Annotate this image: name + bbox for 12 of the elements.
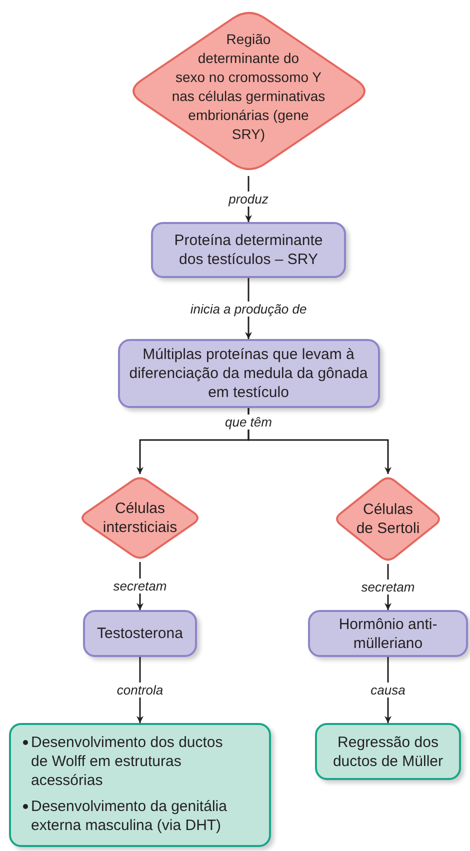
process-box: Testosterona bbox=[83, 610, 197, 657]
process-box: Hormônio anti-mülleriano bbox=[308, 610, 468, 657]
process-box bbox=[9, 723, 271, 847]
bullet-text: Desenvolvimento dos ductos de Wolff em estruturas acessórias bbox=[31, 733, 224, 790]
arrow bbox=[248, 408, 392, 474]
process-box: Regressão dos ductos de Müller bbox=[315, 723, 461, 780]
bullet-text: Desenvolvimento da genitália externa masculina (via DHT) bbox=[31, 797, 228, 835]
process-box: Proteína determinante dos testículos – SRY bbox=[151, 222, 346, 278]
node-text: Células intersticiais bbox=[102, 499, 178, 537]
node-text: Região determinante do sexo no cromossomo Y nas células germinativas embrionárias (gene SRY) bbox=[172, 31, 326, 142]
node-text: Células de Sertoli bbox=[355, 500, 421, 538]
process-box: Múltiplas proteínas que levam à diferenciação da medula da gônada em testículo bbox=[118, 339, 380, 408]
